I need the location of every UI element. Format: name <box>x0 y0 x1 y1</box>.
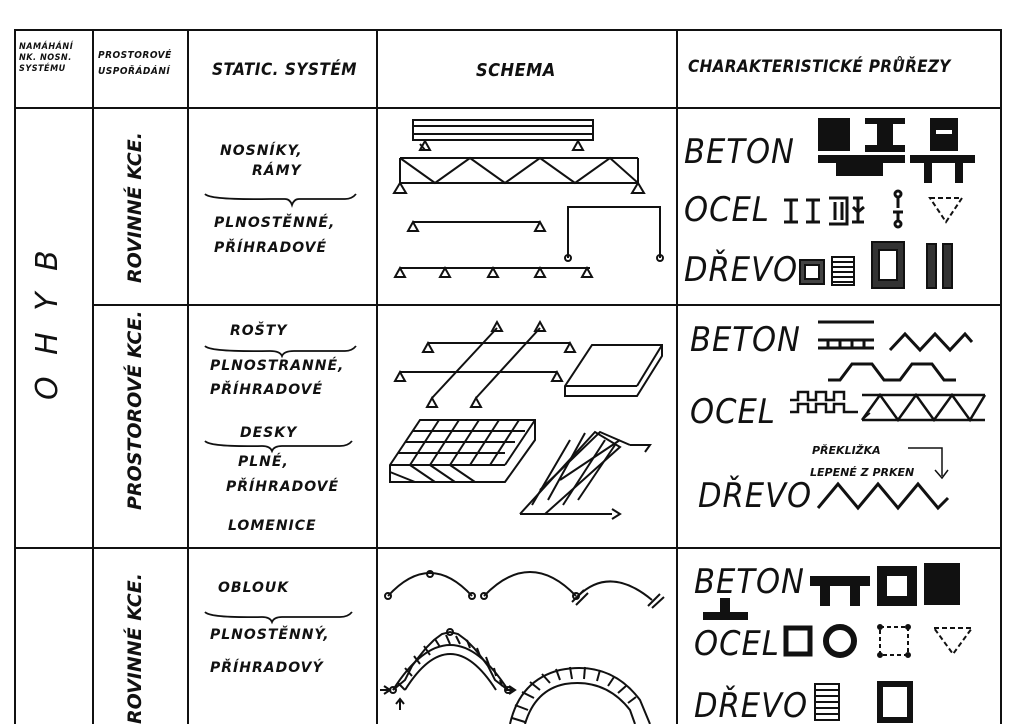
row2-static-lomenice: LOMENICE <box>228 518 317 534</box>
sections-row2 <box>790 320 987 511</box>
row2-static-desky-1: PLNÉ, <box>238 454 289 470</box>
row1-material-beton: BETON <box>684 132 795 172</box>
drevo-box-3 <box>877 681 913 723</box>
row2-arrangement: PROSTOROVÉ KCE. <box>124 310 146 510</box>
beton-double-t-3 <box>810 576 870 606</box>
beton-t-section <box>818 155 905 176</box>
braces <box>204 193 357 625</box>
beton-box-section <box>930 118 958 151</box>
row3-material-ocel: OCEL <box>694 624 780 664</box>
drevo-plank-1 <box>926 243 937 289</box>
row1-static-bottom-2: PŘÍHRADOVÉ <box>214 240 328 256</box>
ocel-tube <box>893 196 903 222</box>
header-col1-line1: NAMÁHÁNÍ <box>19 42 74 52</box>
header-col2-line1: PROSTOROVÉ <box>98 50 172 61</box>
beton-folded <box>888 331 974 353</box>
slab <box>564 344 663 397</box>
beton-i-section <box>865 118 905 152</box>
row3-material-drevo: DŘEVO <box>694 686 809 724</box>
header-col1-line3: SYSTÉMU <box>19 64 66 74</box>
ocel-dashed-box <box>879 626 909 656</box>
beton-double-t <box>910 155 975 183</box>
beton-t-small <box>703 598 748 620</box>
frame <box>567 206 661 258</box>
schema-row2 <box>389 319 663 520</box>
sections-row3 <box>703 563 974 723</box>
drevo-plank-2 <box>942 243 953 289</box>
grid-plate <box>389 419 536 483</box>
row2-material-ocel: OCEL <box>690 392 776 432</box>
ocel-i-2 <box>806 198 820 224</box>
header-col2-line2: USPOŘÁDÁNÍ <box>98 66 171 77</box>
note-preklizka: PŘEKLIŽKA <box>812 444 881 457</box>
drevo-folded <box>816 481 950 511</box>
ocel-truss <box>862 393 985 422</box>
ocel-square-tube <box>783 625 813 657</box>
header-col1-line2: NK. NOSN. <box>19 53 72 63</box>
row3-static-bottom-2: PŘÍHRADOVÝ <box>210 660 324 676</box>
row1-material-ocel: OCEL <box>684 190 770 230</box>
header-col5: CHARAKTERISTICKÉ PRŮŘEZY <box>688 57 951 77</box>
beam-solid <box>412 119 594 141</box>
ocel-angle <box>851 196 865 224</box>
ocel-triangle <box>928 197 964 224</box>
beton-solid-section <box>818 118 850 151</box>
header-col2: PROSTOROVÉ USPOŘÁDÁNÍ <box>98 48 172 80</box>
row3-static-bottom-1: PLNOSTĚNNÝ, <box>210 627 330 643</box>
ocel-round-tube <box>823 624 857 658</box>
row1-static-top-2: RÁMY <box>252 163 302 179</box>
header-col1: NAMÁHÁNÍ NK. NOSN. SYSTÉMU <box>19 42 73 75</box>
ocel-box <box>829 196 849 226</box>
schema-row1 <box>392 119 664 278</box>
row3-static-oblouk: OBLOUK <box>218 580 290 596</box>
ocel-trapez-1 <box>790 390 846 402</box>
row1-static-bottom-1: PLNOSTĚNNÉ, <box>214 215 336 231</box>
arch-3 <box>577 580 653 601</box>
row1-static-top-1: NOSNÍKY, <box>220 143 303 159</box>
truss-arch-2 <box>509 667 651 724</box>
truss-diagonals <box>399 156 639 185</box>
ocel-triangle-3 <box>932 627 974 656</box>
arch-1 <box>387 572 473 597</box>
beton-solid-3 <box>924 563 960 605</box>
header-col3: STATIC. SYSTÉM <box>212 60 358 80</box>
sections-row1 <box>784 118 975 289</box>
row1-material-drevo: DŘEVO <box>684 250 799 290</box>
leader-line <box>908 447 949 480</box>
row2-static-desky-2: PŘÍHRADOVÉ <box>226 479 340 495</box>
row2-material-beton: BETON <box>690 320 801 360</box>
row2-material-drevo: DŘEVO <box>698 476 813 516</box>
row2-static-rosty: ROŠTY <box>230 323 288 339</box>
row3-arrangement: ROVINNÉ KCE. <box>124 573 146 724</box>
note-lepene: LEPENÉ Z PRKEN <box>810 466 915 479</box>
beton-trapez <box>828 362 956 382</box>
schema-row3 <box>380 570 665 724</box>
group-label-ohyb: O H Y B <box>30 244 65 400</box>
arch-2 <box>483 571 577 597</box>
row2-static-mid-1: PLNOSTRANNÉ, <box>210 358 345 374</box>
header-col4: SCHEMA <box>476 60 556 81</box>
ocel-i-1 <box>784 198 798 224</box>
row1-arrangement: ROVINNÉ KCE. <box>124 132 146 283</box>
row2-static-desky: DESKY <box>240 425 298 441</box>
row2-static-mid-2: PŘÍHRADOVÉ <box>210 382 324 398</box>
beton-ribbed <box>818 320 874 350</box>
row3-material-beton: BETON <box>694 562 805 602</box>
